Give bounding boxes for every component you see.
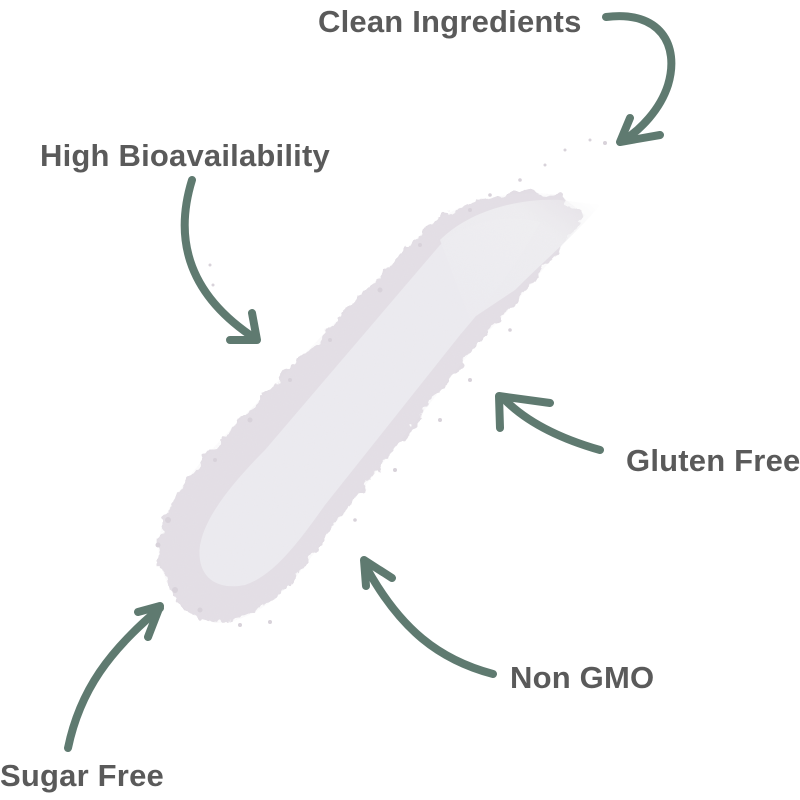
feature-label-high-bioavailability: High Bioavailability bbox=[40, 138, 330, 173]
arrow-high-bioavailability-icon bbox=[180, 176, 261, 344]
arrow-gluten-free-icon bbox=[495, 392, 604, 454]
feature-label-sugar-free: Sugar Free bbox=[0, 758, 164, 793]
feature-label-clean-ingredients: Clean Ingredients bbox=[318, 4, 582, 39]
feature-label-gluten-free: Gluten Free bbox=[626, 443, 800, 478]
feature-label-non-gmo: Non GMO bbox=[510, 660, 655, 695]
powder-swatch bbox=[155, 138, 607, 627]
powder-crumbs bbox=[155, 138, 607, 627]
arrow-non-gmo-icon bbox=[360, 556, 497, 678]
arrow-clean-ingredients-icon bbox=[602, 12, 676, 146]
arrow-sugar-free-icon bbox=[64, 602, 164, 752]
